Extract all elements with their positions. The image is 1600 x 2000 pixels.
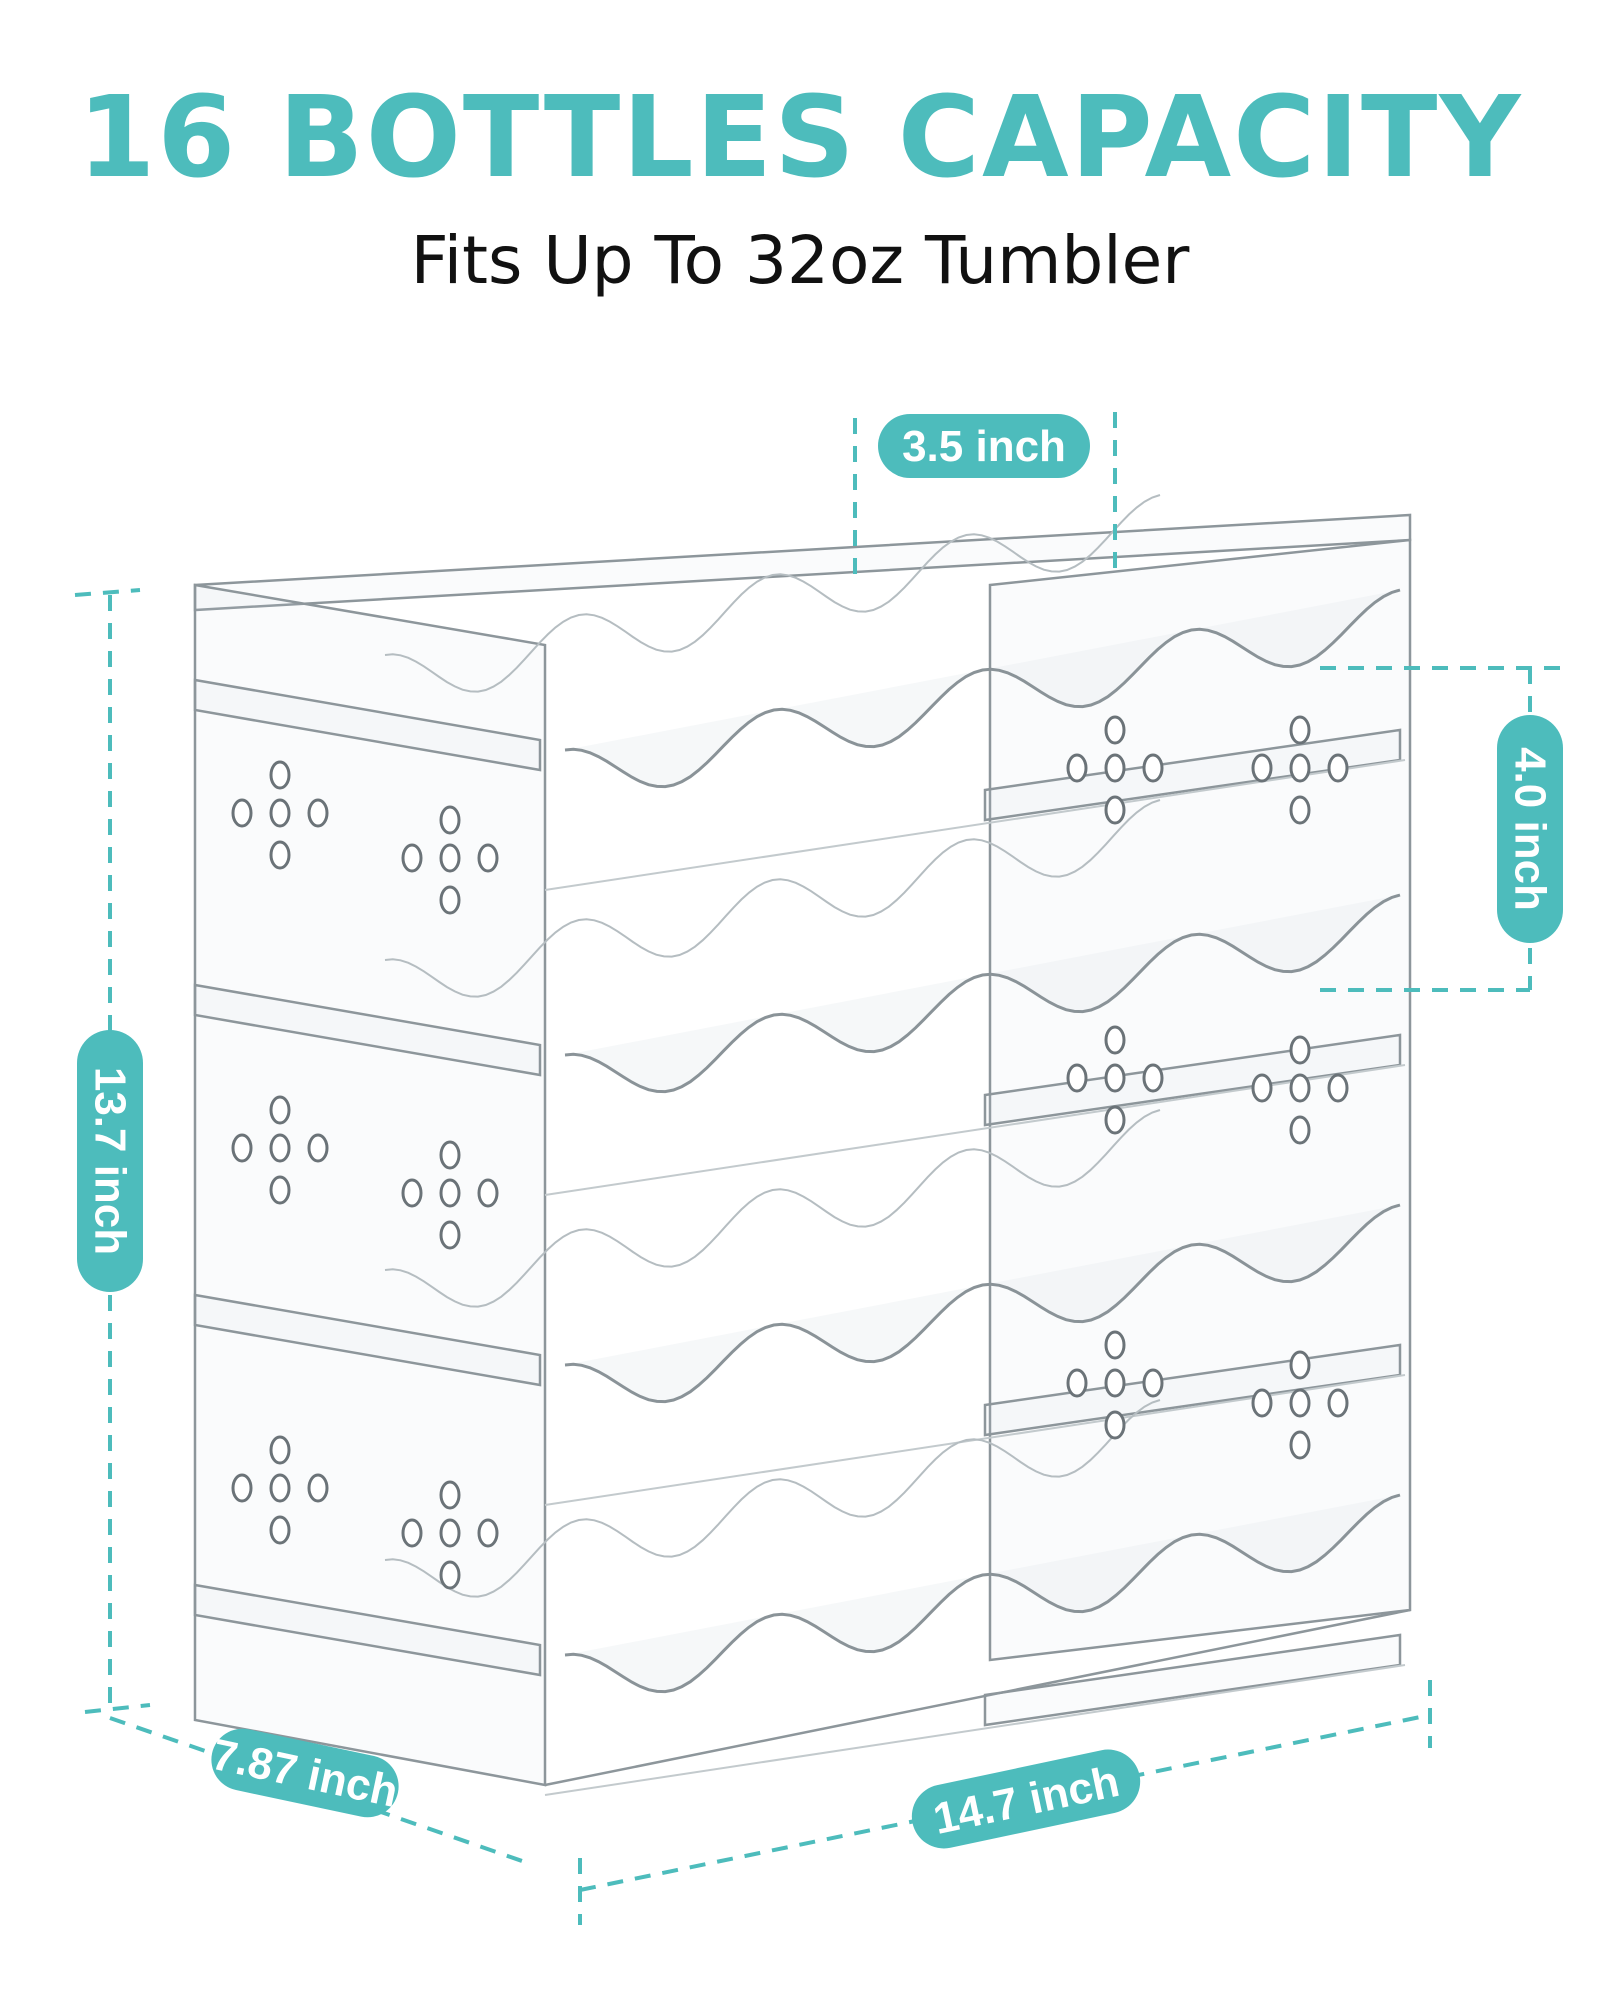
side-hole	[1104, 1063, 1126, 1093]
side-hole	[1104, 1025, 1126, 1055]
side-hole	[1104, 1105, 1126, 1135]
side-hole	[1104, 753, 1126, 783]
side-hole	[307, 1473, 329, 1503]
side-hole	[1142, 753, 1164, 783]
side-hole	[1104, 1330, 1126, 1360]
side-hole	[1289, 1430, 1311, 1460]
side-hole	[231, 1133, 253, 1163]
side-hole	[1104, 1368, 1126, 1398]
side-hole	[1327, 1073, 1349, 1103]
tier-trays	[193, 494, 1406, 1796]
tray-back-edge	[384, 1399, 1161, 1598]
tray-back-edge	[384, 494, 1161, 693]
side-hole	[477, 843, 499, 873]
side-hole	[1142, 1063, 1164, 1093]
side-hole	[1289, 1073, 1311, 1103]
dimension-pill	[1497, 715, 1563, 943]
side-hole	[1289, 1035, 1311, 1065]
side-hole	[1289, 795, 1311, 825]
side-hole	[401, 1518, 423, 1548]
dimension-pill	[911, 1749, 1141, 1849]
side-hole	[439, 1560, 461, 1590]
tray-left-lip	[193, 1583, 542, 1677]
side-hole	[401, 1178, 423, 1208]
dimension-label-slot-width: 3.5 inch	[902, 422, 1066, 471]
tray-front-edge	[564, 1203, 1401, 1404]
tray-back-edge	[384, 799, 1161, 998]
side-hole	[269, 840, 291, 870]
side-hole	[269, 1095, 291, 1125]
side-hole	[477, 1178, 499, 1208]
side-hole	[1327, 1388, 1349, 1418]
tray-front-edge	[564, 1493, 1401, 1694]
tray-back-edge	[384, 1109, 1161, 1308]
dimension-slot-width: 3.5 inch	[853, 412, 1117, 585]
side-hole	[439, 1178, 461, 1208]
side-hole	[269, 1435, 291, 1465]
side-hole	[1327, 753, 1349, 783]
dimension-total-height: 13.7 inch	[74, 588, 151, 1714]
wine-rack-illustration	[193, 494, 1412, 1796]
dimension-pill	[77, 1030, 143, 1292]
side-hole	[439, 805, 461, 835]
dimension-pill	[878, 414, 1090, 478]
tray-front-edge	[564, 893, 1401, 1094]
side-hole	[1289, 715, 1311, 745]
subline: Fits Up To 32oz Tumbler	[410, 222, 1190, 299]
side-hole	[1289, 1388, 1311, 1418]
side-hole	[1289, 1115, 1311, 1145]
side-hole	[439, 1220, 461, 1250]
headline: 16 BOTTLES CAPACITY	[77, 73, 1523, 203]
tray-left-lip	[193, 983, 542, 1077]
tray-shelf-line	[544, 1664, 1406, 1796]
bottom-edge	[544, 1608, 1411, 1787]
side-hole	[1066, 753, 1088, 783]
side-hole	[269, 1133, 291, 1163]
side-hole	[401, 843, 423, 873]
dimension-label-total-height: 13.7 inch	[86, 1067, 135, 1255]
dimension-tier-height: 4.0 inch	[1320, 666, 1563, 992]
side-hole	[1251, 1388, 1273, 1418]
side-hole	[269, 1515, 291, 1545]
side-hole	[1251, 753, 1273, 783]
side-hole	[439, 885, 461, 915]
dimension-pill	[211, 1728, 399, 1818]
side-hole	[1066, 1368, 1088, 1398]
side-hole	[477, 1518, 499, 1548]
side-hole	[1289, 1350, 1311, 1380]
side-hole	[1142, 1368, 1164, 1398]
tray-left-lip	[193, 678, 542, 772]
tray-left-lip	[193, 1293, 542, 1387]
side-hole	[307, 798, 329, 828]
side-hole	[439, 1518, 461, 1548]
side-hole	[269, 1175, 291, 1205]
tray-front-edge	[564, 588, 1401, 789]
side-hole	[1104, 795, 1126, 825]
side-hole	[439, 1480, 461, 1510]
side-hole	[1066, 1063, 1088, 1093]
side-hole	[1104, 715, 1126, 745]
side-hole	[439, 843, 461, 873]
side-hole	[439, 1140, 461, 1170]
side-hole	[269, 1473, 291, 1503]
side-hole	[1104, 1410, 1126, 1440]
side-holes	[231, 715, 1349, 1590]
dimension-label-tier-height: 4.0 inch	[1506, 747, 1555, 911]
side-hole	[1251, 1073, 1273, 1103]
side-hole	[1289, 753, 1311, 783]
side-hole	[231, 1473, 253, 1503]
side-hole	[307, 1133, 329, 1163]
side-hole	[231, 798, 253, 828]
side-hole	[269, 798, 291, 828]
side-hole	[269, 760, 291, 790]
